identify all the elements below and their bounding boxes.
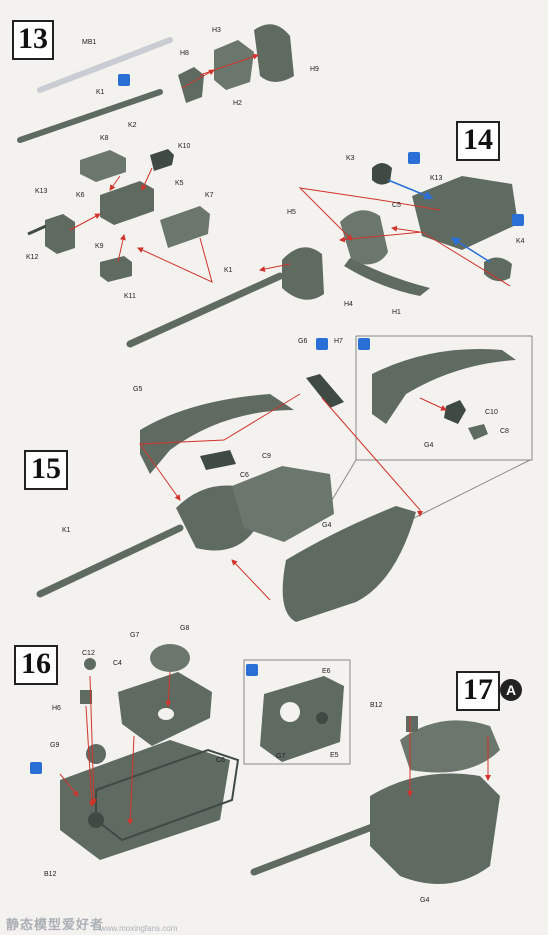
- part-label: H9: [310, 66, 319, 73]
- part-label: K4: [516, 238, 525, 245]
- part-label: H2: [233, 100, 242, 107]
- part-label: C12: [82, 650, 95, 657]
- part-label: K7: [205, 192, 214, 199]
- watermark-url: www.moxingfans.com: [100, 924, 178, 933]
- part-label: K11: [124, 293, 136, 300]
- step-15-art: [36, 335, 533, 622]
- part-label: E5: [330, 752, 339, 759]
- part-label: K1: [224, 267, 233, 274]
- part-label: K13: [430, 175, 443, 182]
- cement-icon: [316, 338, 328, 350]
- part-label: H3: [212, 27, 221, 34]
- part-label: G6: [298, 338, 308, 345]
- part-label: C5: [392, 202, 401, 209]
- glue-icon: [30, 762, 42, 774]
- brush-icon: [246, 664, 258, 676]
- part-label: E6: [322, 668, 331, 675]
- part-label: G9: [50, 742, 60, 749]
- part-label: K3: [346, 155, 355, 162]
- part-label: G8: [180, 625, 190, 632]
- part-label: MB1: [82, 39, 97, 46]
- part-label: C9: [262, 453, 271, 460]
- part-label: G7: [130, 632, 140, 639]
- step-15-box: 15: [24, 450, 68, 490]
- part-label: K6: [76, 192, 85, 199]
- part-label: C6: [216, 757, 225, 764]
- part-label: C8: [500, 428, 509, 435]
- part-label: K2: [128, 122, 137, 129]
- part-label: G5: [133, 386, 143, 393]
- step-16-art: [59, 644, 500, 884]
- brush-icon: [358, 338, 370, 350]
- part-label: G4: [424, 442, 434, 449]
- part-label: K10: [178, 143, 191, 150]
- part-label: K1: [96, 89, 105, 96]
- step-13-art: [17, 24, 294, 283]
- part-label: H8: [180, 50, 189, 57]
- step-17-variant-badge: A: [500, 679, 522, 701]
- part-label: H1: [392, 309, 401, 316]
- part-label: G7: [276, 753, 286, 760]
- part-label: K12: [26, 254, 39, 261]
- part-label: K13: [35, 188, 48, 195]
- part-label: B12: [370, 702, 383, 709]
- step-14-art: [126, 163, 518, 348]
- cement-icon: [118, 74, 130, 86]
- part-label: H4: [344, 301, 353, 308]
- part-label: K1: [62, 527, 71, 534]
- part-label: G4: [420, 897, 430, 904]
- part-label: K9: [95, 243, 104, 250]
- watermark: 静态模型爱好者: [6, 917, 105, 932]
- part-label: H6: [52, 705, 61, 712]
- part-label: B12: [44, 871, 57, 878]
- step-17-box: 17: [456, 671, 500, 711]
- step-13-box: 13: [12, 20, 54, 60]
- step-14-box: 14: [456, 121, 500, 161]
- part-label: G4: [322, 522, 332, 529]
- fix-icon: [408, 152, 420, 164]
- part-label: H5: [287, 209, 296, 216]
- part-label: K5: [175, 180, 184, 187]
- part-label: C10: [485, 409, 498, 416]
- fix-icon: [512, 214, 524, 226]
- step-16-box: 16: [14, 645, 58, 685]
- part-label: H7: [334, 338, 343, 345]
- part-label: K8: [100, 135, 109, 142]
- part-label: C4: [113, 660, 122, 667]
- part-label: C6: [240, 472, 249, 479]
